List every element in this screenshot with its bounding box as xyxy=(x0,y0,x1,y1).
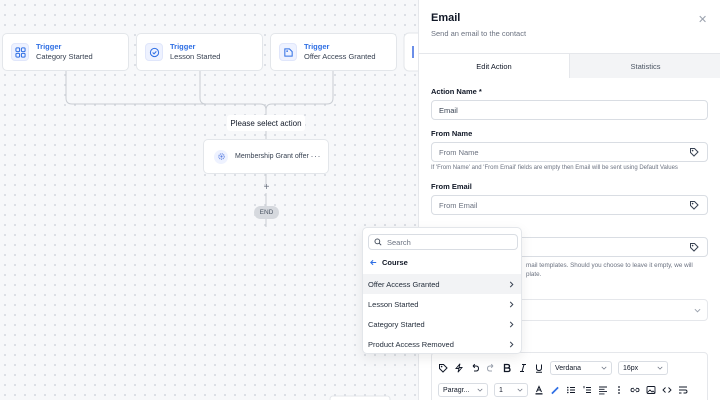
lightning-icon[interactable] xyxy=(454,363,464,373)
trigger-node-category-started[interactable]: Trigger Category Started xyxy=(2,33,129,71)
connector-lines xyxy=(65,32,418,400)
back-to-course-button[interactable]: Course xyxy=(369,256,408,268)
gear-icon xyxy=(214,149,228,164)
code-icon[interactable] xyxy=(662,385,672,395)
tag-icon[interactable] xyxy=(689,147,699,157)
template-hint-line-1: mail templates. Should you choose to lea… xyxy=(526,262,693,269)
action-name-input[interactable]: Email xyxy=(431,100,708,120)
dropdown-item-label: Offer Access Granted xyxy=(368,279,440,289)
dropdown-item-product-access-removed[interactable]: Product Access Removed xyxy=(363,334,521,354)
chevron-down-icon xyxy=(477,388,483,392)
tag-icon[interactable] xyxy=(438,363,448,373)
trigger-node-offer-access-granted[interactable]: Trigger Offer Access Granted xyxy=(270,33,397,71)
bullet-list-icon[interactable] xyxy=(566,385,576,395)
chevron-right-icon xyxy=(509,341,514,347)
add-step-button[interactable]: + xyxy=(263,182,270,193)
workflow-canvas[interactable]: Trigger Category Started Trigger Lesson … xyxy=(0,0,418,400)
action-name-label: Action Name * xyxy=(431,87,482,96)
from-name-placeholder: From Name xyxy=(439,147,479,157)
trigger-dropdown-menu: Course Offer Access Granted Lesson Start… xyxy=(362,227,522,354)
from-email-input[interactable]: From Email xyxy=(431,195,708,215)
end-node: END xyxy=(254,206,279,219)
search-icon xyxy=(374,238,382,246)
font-size-value: 16px xyxy=(623,364,639,372)
dropdown-item-lesson-started[interactable]: Lesson Started xyxy=(363,294,521,314)
font-size-select[interactable]: 16px xyxy=(618,361,668,375)
chevron-down-icon xyxy=(694,308,701,313)
from-email-placeholder: From Email xyxy=(439,200,478,210)
text-color-icon[interactable] xyxy=(534,385,544,395)
dropdown-search[interactable] xyxy=(368,234,518,250)
highlight-icon[interactable] xyxy=(550,385,560,395)
from-name-label: From Name xyxy=(431,129,473,138)
align-icon[interactable] xyxy=(598,385,608,395)
tag-icon[interactable] xyxy=(689,242,699,252)
chevron-right-icon xyxy=(509,321,514,327)
tab-edit-action[interactable]: Edit Action xyxy=(419,54,570,78)
editor-toolbar-row-1: Verdana 16px xyxy=(438,360,674,376)
action-node-membership-grant[interactable]: Membership Grant offer ··· xyxy=(203,139,329,174)
trigger-subtitle: Category Started xyxy=(36,52,93,61)
more-menu-icon[interactable]: ··· xyxy=(310,151,321,161)
panel-tabs: Edit Action Statistics xyxy=(419,53,720,78)
redo-icon[interactable] xyxy=(486,363,496,373)
tag-icon xyxy=(279,43,297,61)
trigger-subtitle: Offer Access Granted xyxy=(304,52,376,61)
numbered-list-icon[interactable] xyxy=(582,385,592,395)
trigger-title: Trigger xyxy=(36,42,62,51)
tab-statistics[interactable]: Statistics xyxy=(570,54,720,78)
arrow-left-icon xyxy=(370,259,377,265)
back-label: Course xyxy=(382,257,408,267)
line-height-value: 1 xyxy=(499,386,503,394)
chevron-down-icon xyxy=(657,366,663,370)
font-family-select[interactable]: Verdana xyxy=(550,361,612,375)
dropdown-item-label: Lesson Started xyxy=(368,299,419,309)
chevron-right-icon xyxy=(509,281,514,287)
dropdown-item-label: Product Access Removed xyxy=(368,339,454,349)
from-name-input[interactable]: From Name xyxy=(431,142,708,162)
grid-icon xyxy=(11,43,29,61)
action-name-value: Email xyxy=(439,105,458,115)
trigger-subtitle: Lesson Started xyxy=(170,52,221,61)
trigger-node-lesson-started[interactable]: Trigger Lesson Started xyxy=(136,33,263,71)
trigger-title: Trigger xyxy=(304,42,330,51)
select-action-label[interactable]: Please select action xyxy=(227,115,305,131)
undo-icon[interactable] xyxy=(470,363,480,373)
rich-text-editor[interactable]: Verdana 16px Paragr... 1 xyxy=(431,352,708,400)
chevron-down-icon xyxy=(601,366,607,370)
more-vertical-icon[interactable] xyxy=(614,385,624,395)
link-icon[interactable] xyxy=(630,385,640,395)
tag-icon[interactable] xyxy=(689,200,699,210)
chevron-right-icon xyxy=(509,301,514,307)
circle-check-icon xyxy=(145,43,163,61)
trigger-title: Trigger xyxy=(170,42,196,51)
bold-icon[interactable] xyxy=(502,363,512,373)
image-icon[interactable] xyxy=(646,385,656,395)
from-email-label: From Email xyxy=(431,182,472,191)
paragraph-value: Paragr... xyxy=(443,386,470,394)
dropdown-item-category-started[interactable]: Category Started xyxy=(363,314,521,334)
underline-icon[interactable] xyxy=(534,363,544,373)
action-node-label: Membership Grant offer xyxy=(235,153,309,160)
search-input[interactable] xyxy=(387,237,507,247)
from-hint-text: If 'From Name' and 'From Email' fields a… xyxy=(431,165,678,171)
template-hint-line-2: plate. xyxy=(526,271,542,278)
dropdown-item-label: Category Started xyxy=(368,319,425,329)
paragraph-select[interactable]: Paragr... xyxy=(438,383,488,397)
italic-icon[interactable] xyxy=(518,363,528,373)
font-family-value: Verdana xyxy=(555,364,582,372)
editor-toolbar-row-2: Paragr... 1 xyxy=(438,382,694,398)
panel-title: Email xyxy=(431,12,461,24)
dropdown-item-offer-access-granted[interactable]: Offer Access Granted xyxy=(363,274,521,294)
wrap-text-icon[interactable] xyxy=(678,385,688,395)
chevron-down-icon xyxy=(517,388,523,392)
close-icon[interactable]: ✕ xyxy=(698,14,708,26)
panel-subtitle: Send an email to the contact xyxy=(431,29,527,38)
line-height-select[interactable]: 1 xyxy=(494,383,528,397)
